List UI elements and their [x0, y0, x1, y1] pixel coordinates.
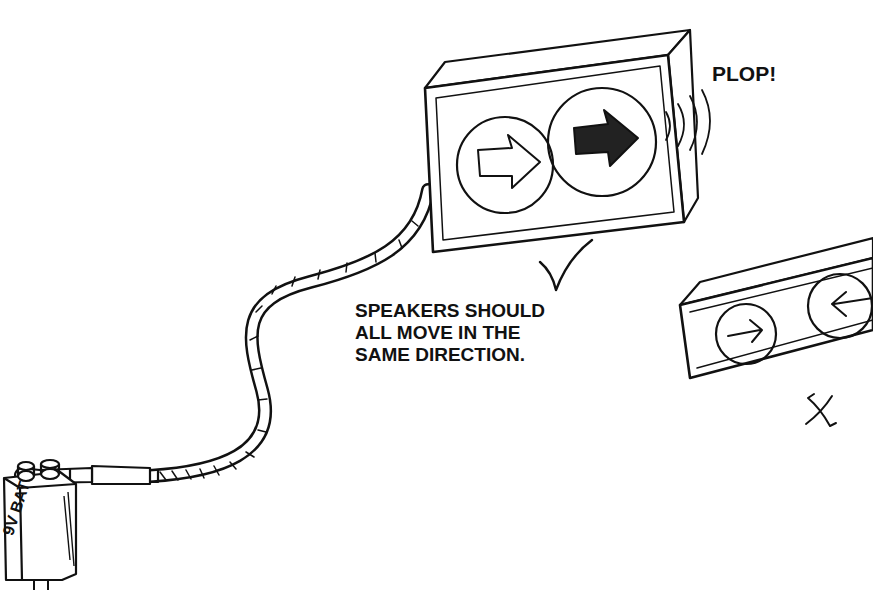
note-text: SPEAKERS SHOULD ALL MOVE IN THE SAME DIR…	[355, 300, 560, 366]
speaker-cone	[716, 304, 776, 364]
speaker-box-inner	[436, 66, 674, 240]
motion-arrow	[478, 135, 540, 188]
jack-sleeve	[92, 466, 150, 484]
speaker-box-inner	[690, 268, 873, 368]
battery: 9V BAT	[0, 456, 80, 582]
speaker-cone	[457, 117, 553, 213]
speaker-box-front	[680, 258, 873, 378]
speaker-cone	[808, 274, 872, 338]
sound-waves	[666, 90, 710, 154]
sound-word: PLOP!	[712, 62, 832, 86]
speaker-box-front	[425, 55, 684, 252]
motion-arrow	[832, 292, 873, 316]
motion-arrow	[728, 320, 762, 342]
speaker-cone	[548, 88, 656, 196]
check-mark	[540, 240, 592, 290]
cross-mark	[806, 394, 836, 426]
motion-arrow	[574, 110, 638, 166]
